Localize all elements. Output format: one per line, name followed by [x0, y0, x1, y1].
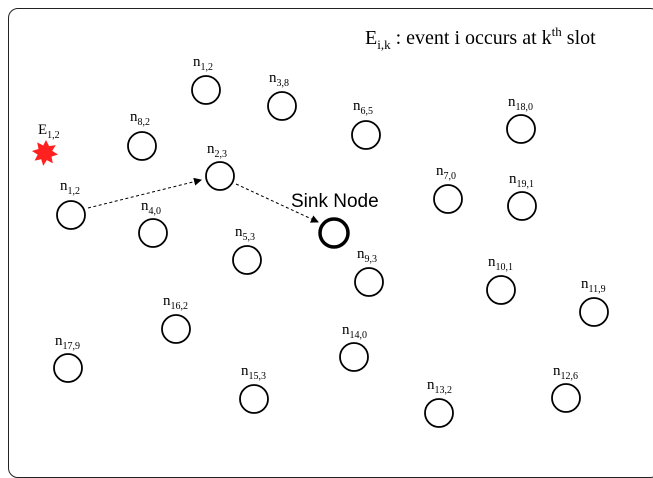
node-n-2-3: [205, 161, 235, 191]
node-label-n-6-5: n6,5: [353, 98, 373, 117]
node-n-7-0: [433, 184, 463, 214]
node-label-n-19-1: n19,1: [509, 171, 534, 190]
legend-tail: slot: [562, 27, 596, 49]
node-label-n-2-3: n2,3: [207, 141, 227, 160]
node-label-n-14-0: n14,0: [342, 322, 367, 341]
node-n-1-2: [56, 200, 86, 230]
node-label-n-8-2: n8,2: [130, 109, 150, 128]
network-diagram: Ei,k : event i occurs at kth slot E1,2 S…: [31, 24, 609, 428]
node-label-n-17-9: n17,9: [55, 333, 80, 352]
node-n-12-6: [551, 383, 581, 413]
node-label-n-1-2-top: n1,2: [193, 54, 213, 73]
node-n-1-2-top: [191, 75, 221, 105]
event-star-icon: [31, 140, 58, 166]
node-label-n-1-2: n1,2: [60, 178, 80, 197]
node-label-n-11-9: n11,9: [581, 276, 606, 295]
node-n-17-9: [53, 353, 83, 383]
node-n-4-0: [138, 218, 168, 248]
node-label-n-16-2: n16,2: [163, 293, 188, 312]
event-label: E1,2: [38, 122, 60, 141]
node-n-6-5: [351, 120, 381, 150]
node-n-3-8: [267, 91, 297, 121]
legend-main: E: [365, 27, 377, 49]
node-label-n-12-6: n12,6: [553, 363, 578, 382]
node-label-n-7-0: n7,0: [436, 163, 456, 182]
node-n-8-2: [127, 131, 157, 161]
path-arrow-n1-to-n2: [87, 177, 202, 209]
node-n-11-9: [579, 297, 609, 327]
sink-node: [318, 217, 350, 249]
sink-label: Sink Node: [291, 191, 379, 212]
node-label-n-9-3: n9,3: [357, 246, 377, 265]
node-label-n-5-3: n5,3: [235, 224, 255, 243]
node-n-10-1: [486, 275, 516, 305]
node-n-5-3: [232, 245, 262, 275]
node-label-n-4-0: n4,0: [141, 198, 161, 217]
node-n-18-0: [506, 114, 536, 144]
node-n-15-3: [239, 384, 269, 414]
node-label-n-3-8: n3,8: [269, 70, 289, 89]
node-label-n-15-3: n15,3: [241, 363, 266, 382]
node-n-19-1: [507, 191, 537, 221]
node-n-9-3: [354, 267, 384, 297]
legend-sup: th: [552, 24, 563, 39]
legend-desc: : event i occurs at k: [391, 27, 552, 49]
legend-sub: i,k: [377, 37, 391, 52]
node-label-n-13-2: n13,2: [427, 377, 452, 396]
node-n-16-2: [161, 314, 191, 344]
legend-text: Ei,k : event i occurs at kth slot: [365, 24, 596, 52]
node-n-13-2: [424, 398, 454, 428]
sensor-nodes: n1,2 n1,2 n3,8 n8,2 n6,5 n2,3 n18,0 n7,0 n19,1 n4…: [53, 54, 609, 428]
node-n-14-0: [339, 342, 369, 372]
path-arrow-n2-to-sink: [235, 183, 319, 223]
node-label-n-18-0: n18,0: [508, 94, 533, 113]
node-label-n-10-1: n10,1: [488, 254, 513, 273]
